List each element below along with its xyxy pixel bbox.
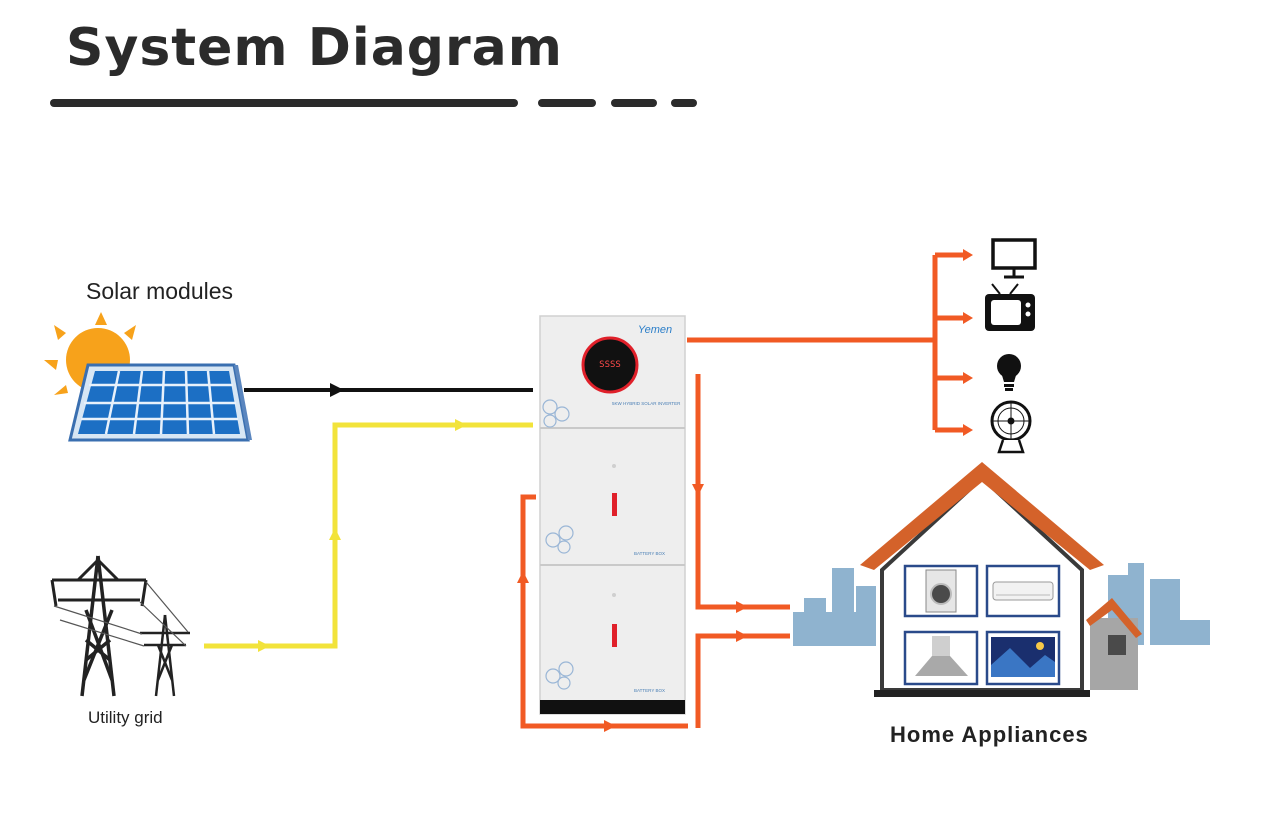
monitor-icon (991, 238, 1037, 279)
inverter-display: SSSS (581, 336, 639, 394)
home-appliances-label: Home Appliances (890, 722, 1089, 747)
power-tower-icon (50, 555, 190, 697)
page-title: System Diagram (66, 18, 563, 78)
range-hood-icon (903, 630, 979, 686)
battery-module-text-2: BATTERY BOX (634, 688, 665, 693)
pv-flow-line (244, 383, 533, 397)
television-icon (985, 630, 1061, 686)
inverter-brand-logo: Yemen (638, 324, 672, 336)
air-conditioner-icon (985, 564, 1061, 618)
load-flow-arrows (517, 249, 973, 732)
title-underline (50, 99, 697, 107)
battery-module-text-1: BATTERY BOX (634, 551, 665, 556)
tv-icon (985, 283, 1035, 331)
inverter-module-text: 5KW HYBRID SOLAR INVERTER (612, 401, 681, 406)
utility-grid-label: Utility grid (88, 708, 163, 727)
solar-panel-icon (68, 363, 252, 442)
grid-flow-line (204, 419, 533, 652)
display-readout: SSSS (599, 360, 621, 370)
solar-modules-label: Solar modules (86, 278, 234, 304)
inverter-battery-stack: SSSS Yemen 5KW HYBRID SOLAR INVERTER BAT… (539, 315, 686, 715)
fan-icon (990, 400, 1032, 454)
washing-machine-icon (903, 564, 979, 618)
lightbulb-icon (997, 354, 1021, 391)
